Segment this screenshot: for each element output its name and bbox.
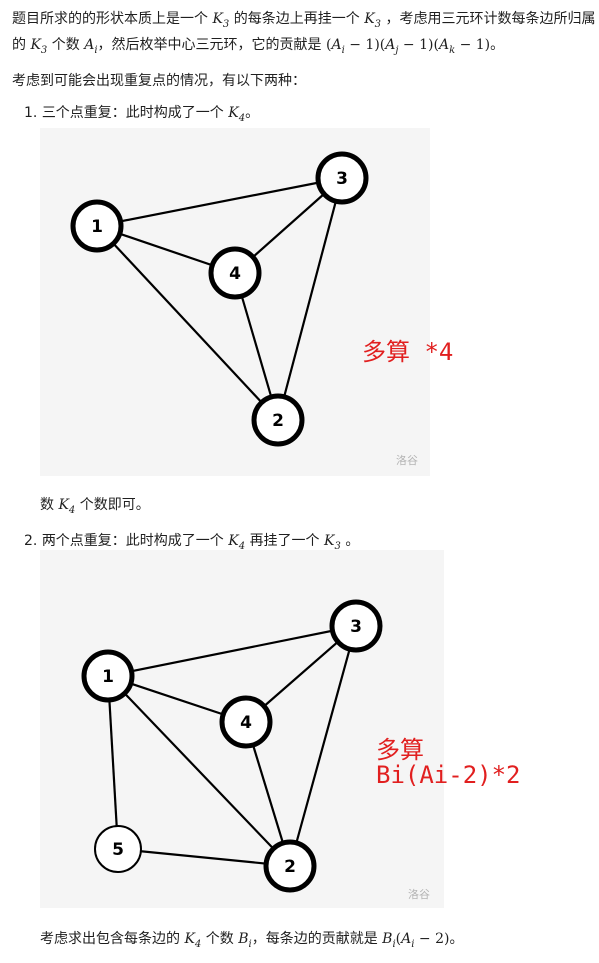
k4-symbol: K4 [58,497,76,516]
k3-symbol: K3 [324,533,341,552]
k4-symbol: K4 [228,533,246,552]
note-2-line-1: 多算 [376,736,424,764]
edge-5-2 [117,847,291,868]
edge-1-5 [106,675,120,850]
intro-text-a: 题目所求的的形状本质上是一个 [12,11,208,27]
intro-line-2: 的 K3 个数 Ai，然后枚举中心三元环，它的贡献是 (Ai − 1)(Aj −… [12,37,505,56]
luogu-watermark: 洛谷 [396,454,418,467]
ai-symbol: Ai [84,37,98,56]
graph-node: 2 [263,839,317,893]
graph-node: 3 [329,599,383,653]
graph-node: 1 [70,199,124,253]
edge-1-2 [96,225,279,421]
intro-text-e: 个数 [51,37,80,53]
cases-intro: 考虑到可能会出现重复点的情况，有以下两种： [12,73,306,89]
case-2-conclusion: 考虑求出包含每条边的 K4 个数 Bi，每条边的贡献就是 Bi(Ai − 2)。 [40,931,464,950]
graph-node: 5 [94,825,142,873]
edge-1-3 [107,624,357,678]
intro-text-c: ，考虑用三元环计数每条边所归属 [385,11,596,27]
handwritten-note-1: 多算 *4 [362,338,454,366]
edge-1-3 [96,176,343,228]
intro-text-f: ，然后枚举中心三元环，它的贡献是 [97,37,322,53]
list-number: 1. [24,105,38,121]
svg-text:1: 1 [91,217,103,237]
case-1-text: 三个点重复：此时构成了一个 [41,105,224,121]
graph-node: 4 [208,246,262,300]
k4-symbol: K4 [184,931,202,950]
graph-node: 2 [251,393,305,447]
case-2-heading: 2. 两个点重复：此时构成了一个 K4 再挂了一个 K3 。 [24,533,360,552]
edge-contribution-formula: Bi(Ai − 2) [382,931,450,950]
graph-node: 4 [219,695,273,749]
note-2-line-2: Bi(Ai-2)*2 [376,761,521,790]
svg-text:5: 5 [112,840,124,860]
case-1-heading: 1. 三个点重复：此时构成了一个 K4。 [24,105,260,124]
svg-text:3: 3 [336,169,348,189]
graph-2-figure: 1 3 4 5 2 洛谷 [40,550,444,908]
graph-node: 1 [81,649,135,703]
intro-text-b: 的每条边上再挂一个 [233,11,360,27]
graph-1-svg: 1 3 4 2 [70,151,369,447]
k3-symbol: K3 [364,11,382,30]
k4-symbol: K4 [228,105,246,124]
contribution-formula: (Ai − 1)(Aj − 1)(Ak − 1) [325,37,491,56]
edge-1-2 [107,675,291,867]
svg-text:1: 1 [102,667,114,687]
svg-text:4: 4 [229,264,241,284]
k3-symbol: K3 [30,37,48,56]
intro-line-1: 题目所求的的形状本质上是一个 K3 的每条边上再挂一个 K3 ，考虑用三元环计数… [12,8,596,30]
svg-text:4: 4 [240,713,252,733]
graph-1-figure: 1 3 4 2 洛谷 [40,128,430,476]
k3-symbol: K3 [212,11,230,30]
svg-text:2: 2 [284,857,296,877]
svg-text:3: 3 [350,617,362,637]
list-number: 2. [24,533,38,549]
edge-3-2 [276,177,344,421]
graph-node: 3 [315,151,369,205]
case-1-conclusion: 数 K4 个数即可。 [40,497,150,516]
bi-symbol: Bi [238,931,252,950]
intro-text-d: 的 [12,37,26,53]
luogu-watermark: 洛谷 [408,888,430,901]
handwritten-note-2: 多算 Bi(Ai-2)*2 [376,736,521,790]
graph-2-svg: 1 3 4 5 2 [81,599,383,893]
edge-3-2 [288,625,358,867]
svg-text:2: 2 [272,411,284,431]
